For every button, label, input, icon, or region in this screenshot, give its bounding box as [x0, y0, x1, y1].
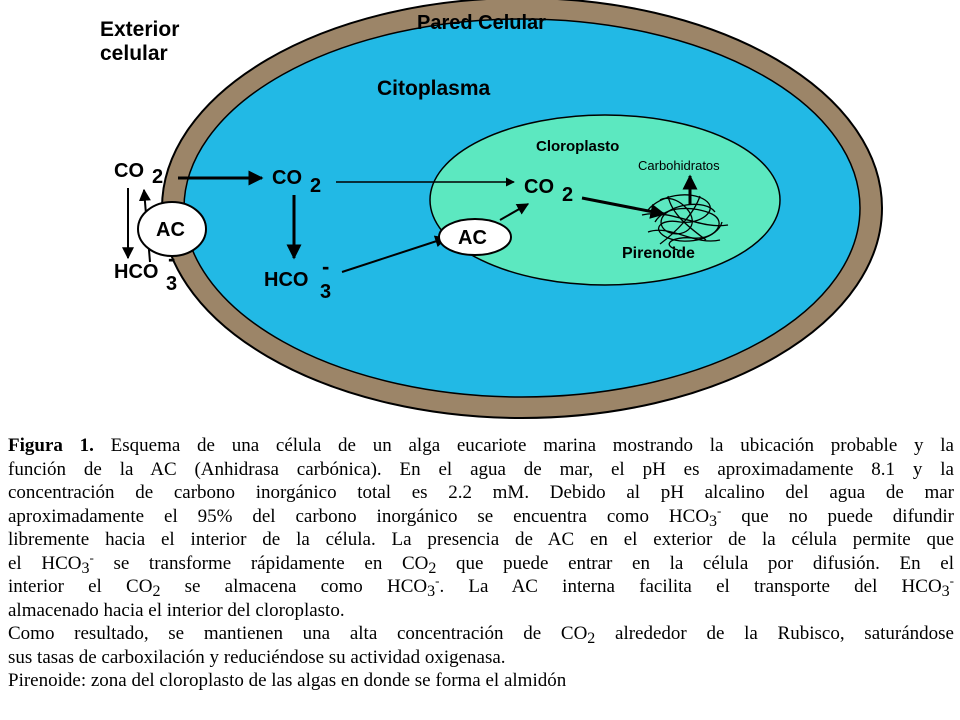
pyrenoid-scribble — [641, 194, 729, 251]
flow-arrows — [122, 170, 698, 273]
cell-diagram: Exterior celular Pared Celular Citoplasm… — [100, 0, 883, 419]
caption-line-3: concentración de carbono inorgánico tota… — [8, 482, 954, 503]
carbohydrates-label: Carbohidratos — [638, 158, 720, 173]
figure-caption: Figura 1. Esquema de una célula de un al… — [8, 434, 954, 693]
exterior-label-line1: Exterior — [100, 18, 179, 41]
hco3-cytoplasm-label: HCO — [264, 269, 308, 291]
caption-line-10: sus tasas de carboxilación y reduciéndos… — [8, 646, 506, 668]
arrow-hco3-to-internal-ac — [341, 235, 448, 273]
hco3-exterior-label: HCO — [114, 261, 158, 283]
caption-line-7: interior el CO2 se almacena como HCO3-. … — [8, 573, 955, 600]
cytoplasm-label: Citoplasma — [377, 77, 491, 100]
hco3-cytoplasm-minus: - — [322, 254, 329, 279]
ac-internal-label: AC — [458, 227, 487, 249]
caption-line-4: aproximadamente el 95% del carbono inorg… — [8, 502, 954, 530]
ac-internal — [438, 218, 512, 256]
arrow-co2-to-pyrenoid — [581, 196, 666, 219]
hco3-exterior-minus: - — [168, 246, 175, 271]
caption-line-9: Como resultado, se mantienen una alta co… — [8, 623, 954, 647]
ac-external-label: AC — [156, 219, 185, 241]
cell-wall-label: Pared Celular — [417, 12, 546, 34]
hco3-cytoplasm-sub: 3 — [320, 281, 331, 303]
figure-number: Figura 1. — [8, 435, 94, 456]
caption-line-1: Figura 1. Esquema de una célula de un al… — [8, 435, 954, 456]
caption-line-11: Pirenoide: zona del cloroplasto de las a… — [8, 670, 567, 691]
caption-line-8: almacenado hacia el interior del cloropl… — [8, 599, 345, 621]
caption-line-2: función de la AC (Anhidrasa carbónica). … — [8, 458, 954, 480]
caption-line-6: el HCO3- se transforme rápidamente en CO… — [8, 549, 955, 577]
ac-external — [137, 201, 207, 257]
exterior-label-line2: celular — [100, 42, 168, 65]
arrow-ac-to-co2 — [499, 203, 530, 221]
pyrenoid-label: Pirenoide — [622, 245, 695, 262]
chloroplast-label: Cloroplasto — [536, 138, 619, 155]
caption-line-5: libremente hacia el interior de la célul… — [8, 529, 954, 550]
chloroplast — [429, 114, 781, 286]
hco3-exterior-sub: 3 — [166, 273, 177, 295]
